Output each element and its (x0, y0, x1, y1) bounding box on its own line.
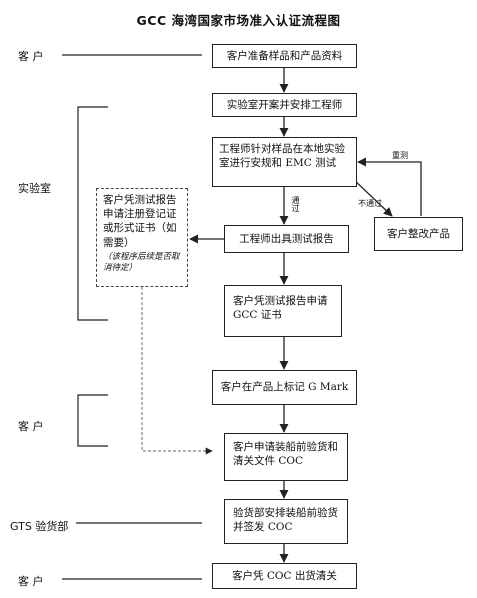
role-customer-mid: 客 户 (18, 420, 44, 433)
step-mark-g-mark-label: 客户在产品上标记 G Mark (220, 381, 349, 394)
step-lab-assign-engineer-label: 实验室开案并安排工程师 (226, 98, 343, 111)
step-apply-inspection-coc: 客户申请装船前验货和清关文件 COC (224, 433, 348, 481)
lab-bracket (77, 106, 108, 321)
role-customer-bottom: 客 户 (18, 575, 44, 588)
optional-registration-note: （该程序后续是否取消待定） (103, 251, 180, 274)
optional-registration-text: 客户凭测试报告申请注册登记证或形式证书（如需要） (103, 194, 177, 249)
step-inspection-issue-coc-label: 验货部安排装船前验货并签发 COC (233, 507, 338, 534)
dashed-route-optional (141, 287, 213, 455)
step-prepare-samples-label: 客户准备样品和产品资料 (226, 49, 343, 62)
edge-label-fail: 不通过 (358, 199, 382, 208)
arrow-fail (351, 177, 393, 217)
step-inspection-issue-coc: 验货部安排装船前验货并签发 COC (224, 499, 348, 544)
diagram-title: GCC 海湾国家市场准入认证流程图 (136, 13, 341, 28)
step-fix-product: 客户整改产品 (374, 217, 463, 251)
step-apply-gcc-certificate: 客户凭测试报告申请 GCC 证书 (224, 285, 342, 337)
step-mark-g-mark: 客户在产品上标记 G Mark (212, 370, 357, 405)
optional-registration-box: 客户凭测试报告申请注册登记证或形式证书（如需要） （该程序后续是否取消待定） (96, 188, 188, 287)
edge-label-pass: 通过 (291, 196, 300, 212)
role-customer-top: 客 户 (18, 50, 44, 63)
step-fix-product-label: 客户整改产品 (387, 227, 450, 240)
step-issue-test-report: 工程师出具测试报告 (224, 225, 349, 253)
role-gts: GTS 验货部 (10, 520, 69, 533)
step-ship-customs-clearance: 客户凭 COC 出货清关 (212, 563, 357, 589)
step-issue-test-report-label: 工程师出具测试报告 (239, 232, 334, 245)
step-prepare-samples: 客户准备样品和产品资料 (212, 44, 357, 68)
arrow-retest (357, 157, 422, 216)
edge-label-retest: 重测 (392, 151, 408, 160)
customer-mid-bracket (77, 394, 108, 447)
step-safety-emc-test: 工程师针对样品在本地实验室进行安规和 EMC 测试 (212, 137, 357, 187)
step-ship-customs-clearance-label: 客户凭 COC 出货清关 (232, 569, 337, 582)
role-lab: 实验室 (18, 182, 51, 195)
step-lab-assign-engineer: 实验室开案并安排工程师 (212, 93, 357, 117)
step-apply-gcc-certificate-label: 客户凭测试报告申请 GCC 证书 (233, 295, 328, 322)
step-safety-emc-test-label: 工程师针对样品在本地实验室进行安规和 EMC 测试 (219, 143, 345, 170)
step-apply-inspection-coc-label: 客户申请装船前验货和清关文件 COC (233, 441, 338, 468)
